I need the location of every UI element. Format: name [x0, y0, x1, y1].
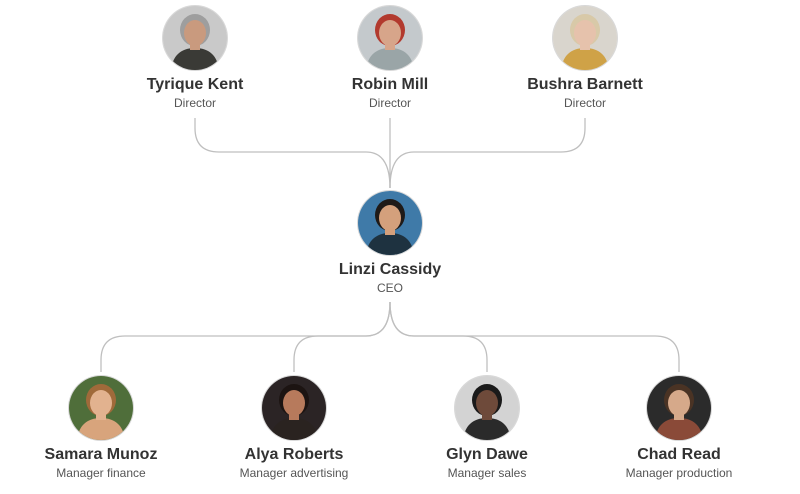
person-name: Samara Munoz — [44, 446, 158, 463]
connector-ceo-to-samara-munoz — [100, 301, 391, 372]
person-title: Manager production — [625, 466, 733, 480]
connector-tyrique-kent-to-ceo — [194, 118, 391, 189]
connector-ceo-to-chad-read — [389, 301, 680, 372]
person-title: Manager advertising — [239, 466, 349, 480]
person-black-hat-icon — [455, 376, 519, 440]
person-long-hair-icon — [262, 376, 326, 440]
person-title: Manager sales — [447, 466, 527, 480]
person-name: Chad Read — [637, 446, 721, 463]
person-red-cap-icon — [358, 6, 422, 70]
person-sunglasses-icon — [647, 376, 711, 440]
person-title: Director — [563, 96, 606, 110]
person-name: Alya Roberts — [244, 446, 344, 463]
person-curly-hair-icon — [69, 376, 133, 440]
person-title: Manager finance — [56, 466, 146, 480]
connector-ceo-to-glyn-dawe — [389, 301, 488, 372]
person-blonde-icon — [553, 6, 617, 70]
person-title: CEO — [376, 281, 403, 295]
person-name: Bushra Barnett — [527, 76, 643, 93]
connector-bushra-barnett-to-ceo — [389, 118, 586, 189]
connector-ceo-to-alya-roberts — [293, 301, 391, 372]
person-dark-hair-icon — [358, 191, 422, 255]
person-title: Director — [173, 96, 216, 110]
person-name: Tyrique Kent — [146, 76, 244, 93]
person-name: Robin Mill — [351, 76, 429, 93]
person-name: Glyn Dawe — [446, 446, 528, 463]
person-title: Director — [368, 96, 411, 110]
person-glasses-icon — [163, 6, 227, 70]
person-name: Linzi Cassidy — [338, 261, 442, 278]
